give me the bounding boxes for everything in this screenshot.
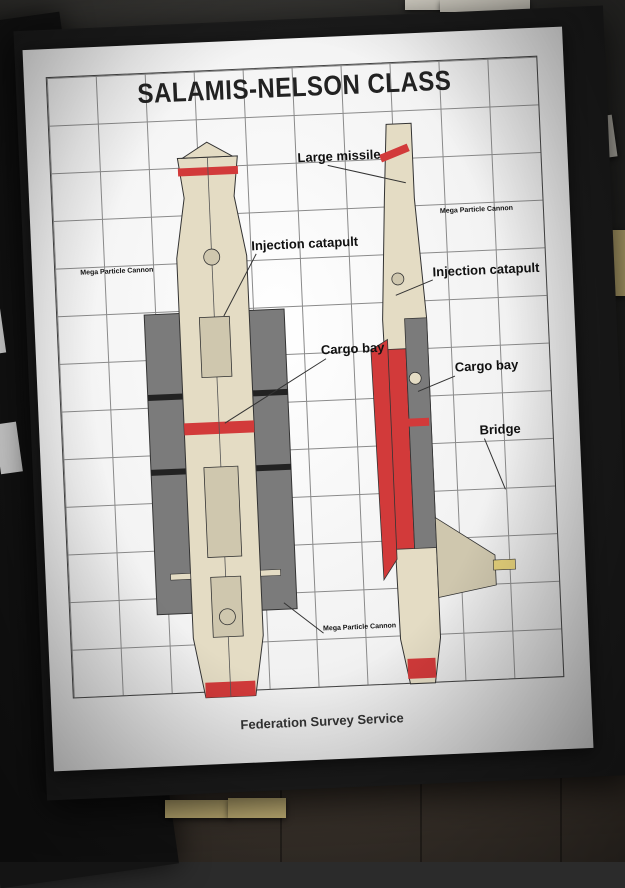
missile-red-mark [378,143,410,163]
side-red-fin [370,338,398,582]
ship-top-view [143,141,298,699]
hull-module [203,465,243,558]
pod-stripe [150,468,190,476]
side-turret [408,371,422,385]
side-turret [391,272,405,286]
label-cargo-bay-left: Cargo bay [320,339,385,358]
label-cargo-bay-right: Cargo bay [454,356,519,375]
pod-stripe [147,393,186,401]
hull-module [198,315,233,379]
label-bridge: Bridge [479,420,521,438]
poster-footer: Federation Survey Service [240,710,404,733]
bridge-tower [434,516,497,598]
side-cannon [170,572,192,581]
side-cannon [260,569,281,577]
bottom-sticky-note [228,798,286,818]
top-note-card [405,0,465,10]
bridge-antenna [492,558,516,571]
turret [219,608,236,626]
hull-module [210,575,244,638]
bottom-sticky-note [165,800,231,818]
pod-stripe [249,388,288,397]
bow-tip [180,141,235,159]
blueprint-poster: SALAMIS-NELSON CLASS [22,26,594,772]
turret [203,248,221,266]
pod-stripe [252,463,292,472]
cargo-red-stripe [393,417,430,428]
stern-red-block [407,657,437,679]
panel-light-bar [0,263,7,356]
panel-light-bar [0,421,23,475]
ship-side-view [370,122,516,685]
